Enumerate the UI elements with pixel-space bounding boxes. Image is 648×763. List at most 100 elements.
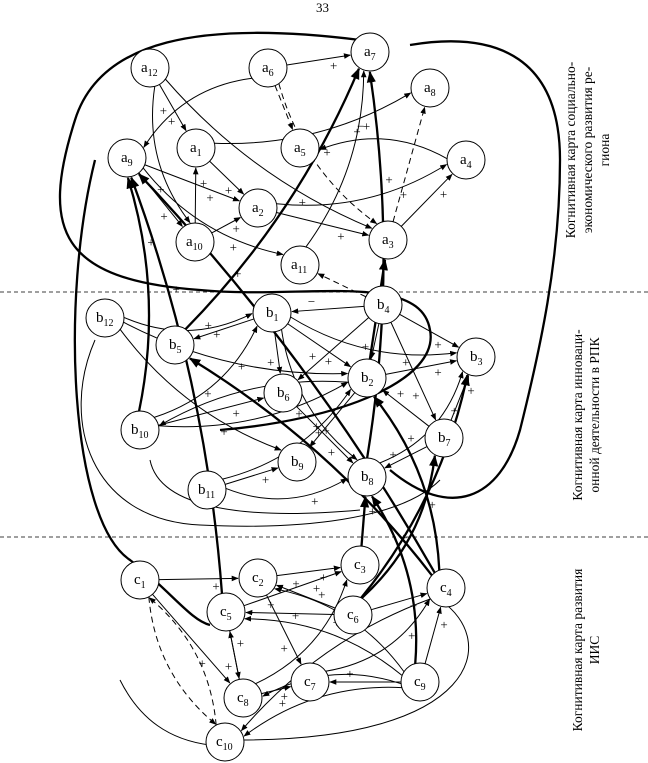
edge-sign: + xyxy=(402,354,409,369)
node-label: c6 xyxy=(347,607,359,626)
page-number: 33 xyxy=(316,0,329,15)
edge-sign: + xyxy=(281,640,288,655)
edge-a2-a4 xyxy=(276,164,448,206)
edge-c5-c3 xyxy=(243,571,342,607)
node-label: b3 xyxy=(470,349,483,368)
edge-sign: + xyxy=(225,183,232,198)
node-circle xyxy=(340,545,380,585)
node-label: a11 xyxy=(291,257,307,276)
edge-sign: + xyxy=(323,145,330,160)
edge-sign: + xyxy=(267,355,274,370)
node-circle xyxy=(238,188,278,228)
edge-b10-b6 xyxy=(158,396,265,426)
node-label: c9 xyxy=(414,674,426,693)
node-b5: b5 xyxy=(155,325,195,365)
node-circle xyxy=(155,325,195,365)
edge-sign: + xyxy=(408,628,415,643)
edge-b12-b1 xyxy=(123,313,253,332)
node-label: b1 xyxy=(266,305,279,324)
edge-b4-a11 xyxy=(317,273,367,298)
node-a6: a6 xyxy=(248,48,288,88)
node-circle xyxy=(252,293,292,333)
edge-sign: + xyxy=(407,430,414,445)
edge-sign: + xyxy=(233,221,240,236)
edge-sign: − xyxy=(357,118,364,133)
node-b11: b11 xyxy=(187,470,227,510)
node-c1: c1 xyxy=(120,560,160,600)
edge-sign: + xyxy=(385,172,392,187)
edge-sign: + xyxy=(147,234,154,249)
node-a4: a4 xyxy=(446,140,486,180)
node-label: a9 xyxy=(121,150,133,169)
node-circle xyxy=(277,442,317,482)
node-circle xyxy=(410,68,450,108)
node-circle xyxy=(400,662,440,702)
edge-b10-b2 xyxy=(158,382,349,428)
node-circle xyxy=(426,568,466,608)
section-label-line: Когнитивная карта инноваци- xyxy=(570,329,585,501)
edge-c4-b2 xyxy=(373,395,441,571)
node-b7: b7 xyxy=(424,418,464,458)
node-circle xyxy=(130,48,170,88)
edge-sign: + xyxy=(325,353,332,368)
edge-sign: + xyxy=(400,530,407,545)
edge-sign: − xyxy=(308,294,315,309)
edge-sign: + xyxy=(346,666,353,681)
edge-sign: + xyxy=(238,359,245,374)
edge-b10-b1 xyxy=(154,325,258,418)
edge-sign: + xyxy=(233,405,240,420)
node-b10: b10 xyxy=(120,410,160,450)
node-circle xyxy=(263,373,303,413)
node-b6: b6 xyxy=(263,373,303,413)
node-label: a10 xyxy=(186,234,203,253)
edge-c8-c5 xyxy=(228,630,240,680)
edge-sign: + xyxy=(362,339,369,354)
edge-a6-a9 xyxy=(143,77,253,148)
edge-a3-a8 xyxy=(392,106,426,222)
edge-sign: + xyxy=(213,327,220,342)
node-label: a3 xyxy=(382,232,394,251)
section-label-socioeconomic: Когнитивная карта социально- экономическ… xyxy=(563,61,612,238)
edge-c4-a9 xyxy=(138,173,436,574)
node-circle xyxy=(205,722,245,762)
node-label: b6 xyxy=(277,385,290,404)
node-b2: b2 xyxy=(347,358,387,398)
edge-b11-b8 xyxy=(225,478,348,500)
node-label: a8 xyxy=(424,80,436,99)
node-circle xyxy=(333,595,373,635)
edge-a6-a5 xyxy=(274,85,294,131)
edge-sign: + xyxy=(330,58,337,73)
node-circle xyxy=(120,560,160,600)
node-circle xyxy=(424,418,464,458)
edge-c5-a9 xyxy=(130,176,224,594)
edge-sign: + xyxy=(397,386,404,401)
edge-b1-b2 xyxy=(287,323,352,368)
node-label: c10 xyxy=(216,734,233,753)
edge-sign: + xyxy=(320,570,327,585)
node-c4: c4 xyxy=(426,568,466,608)
edge-sign: + xyxy=(199,655,206,670)
node-label: a7 xyxy=(364,44,376,63)
edge-b5-a7 xyxy=(184,67,360,330)
edge-sign: + xyxy=(200,176,207,191)
node-circle xyxy=(107,138,147,178)
node-label: b5 xyxy=(169,337,182,356)
edge-sign: + xyxy=(230,239,237,254)
node-label: c5 xyxy=(220,604,232,623)
node-b9: b9 xyxy=(277,442,317,482)
node-label: b11 xyxy=(198,482,215,501)
edge-a9-a2 xyxy=(144,164,240,202)
edge-a6-a7 xyxy=(286,53,351,66)
edge-a4-a5 xyxy=(319,138,448,160)
node-label: c2 xyxy=(252,570,264,589)
edge-sign: + xyxy=(157,182,164,197)
edge-sign: + xyxy=(353,124,360,139)
edge-c6-c4 xyxy=(371,592,428,611)
node-b8: b8 xyxy=(347,457,387,497)
node-a8: a8 xyxy=(410,68,450,108)
node-label: b9 xyxy=(291,454,304,473)
section-label-line: онной деятельности в РПК xyxy=(587,336,602,492)
edge-c9-b8 xyxy=(371,495,418,664)
edge-b6-b8 xyxy=(296,406,354,464)
node-circle xyxy=(248,48,288,88)
